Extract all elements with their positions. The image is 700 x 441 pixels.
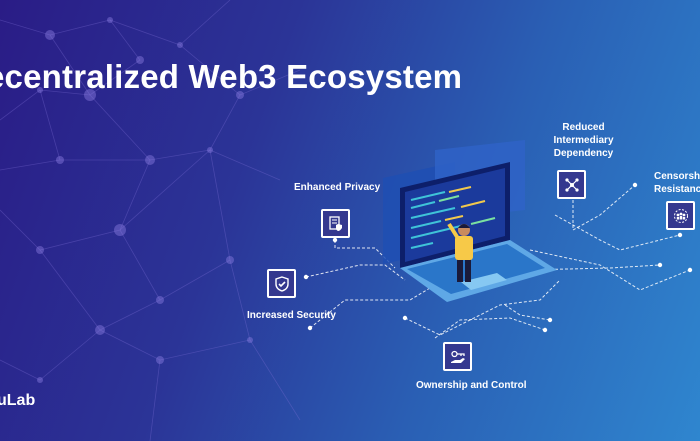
feature-ownership [443,342,472,371]
shield-check-icon [274,275,289,292]
feature-label-enhanced-privacy: Enhanced Privacy [294,182,381,193]
document-shield-icon [328,215,342,231]
feature-enhanced-privacy [321,209,350,238]
feature-label-reduced-dependency: Reduced Intermediary Dependency [553,122,614,159]
feature-label-increased-security: Increased Security [247,310,336,321]
feature-censorship [666,201,695,230]
page-title: ecentralized Web3 Ecosystem [0,58,463,95]
people-circle-icon [673,208,688,223]
feature-reduced-dependency [557,170,586,199]
feature-label-ownership: Ownership and Control [416,380,527,391]
feature-label-censorship: Censorshi Resistanc [654,171,700,195]
key-hand-icon [450,350,465,363]
network-nodes-icon [564,177,579,192]
brand-logo-text: uLab [0,392,36,409]
laptop-person-icon [383,140,557,302]
feature-increased-security [267,269,296,298]
